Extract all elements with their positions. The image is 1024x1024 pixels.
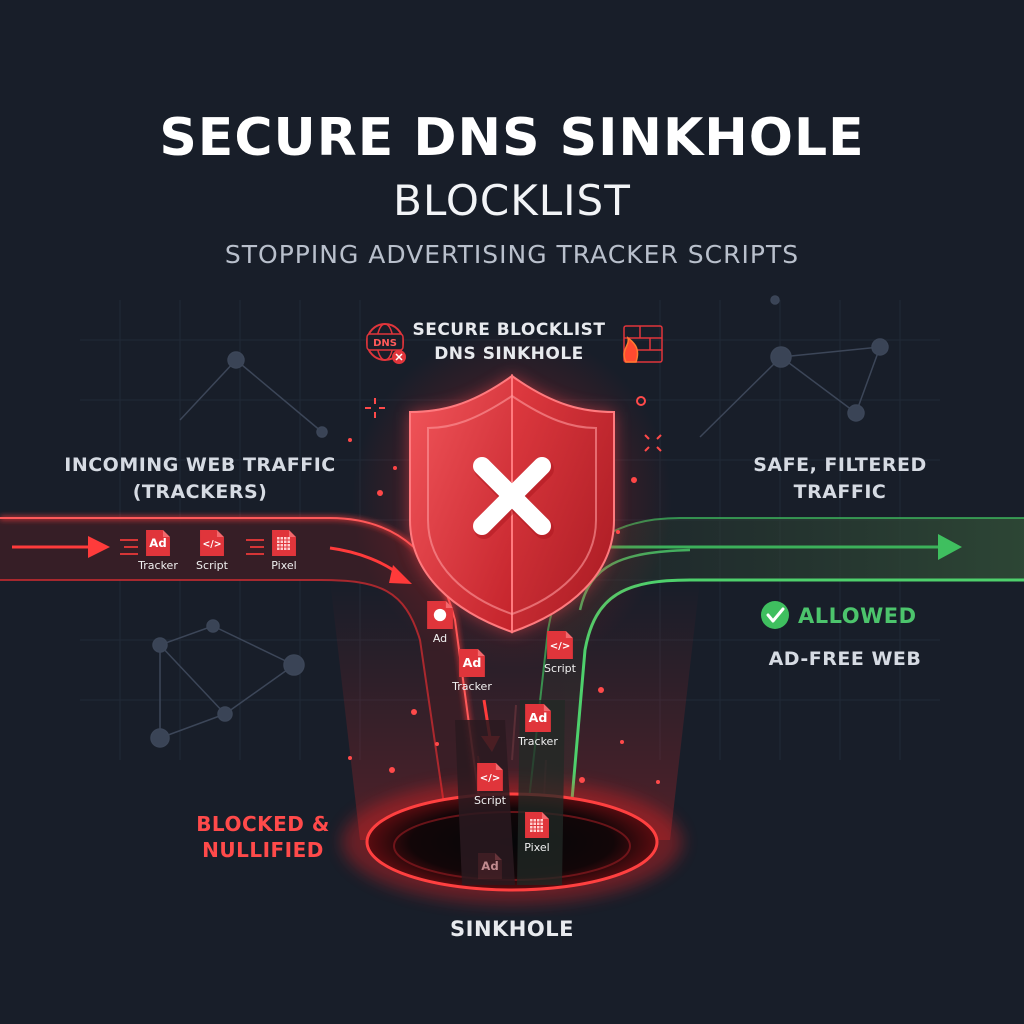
script-token-icon: </> [477,763,503,791]
blocked-label-line1: BLOCKED & [196,812,330,836]
ad-token-icon: Ad [146,530,170,556]
pixel-token-icon [272,530,296,556]
token-label-tracker: Tracker [138,559,178,572]
script-token-icon: </> [547,631,573,659]
shield-label: SECURE BLOCKLIST DNS SINKHOLE [404,318,614,366]
sinkhole-label: SINKHOLE [450,917,574,941]
ad-token-glyph: Ad [481,859,498,873]
firewall-icon [623,325,663,363]
token-label-script: Script [196,559,228,572]
script-token-glyph: </> [550,641,571,652]
token-label-pixel: Pixel [524,841,550,854]
script-token-glyph: </> [202,539,221,550]
pixel-token-icon [525,812,549,838]
network-nodes [150,295,889,748]
allowed-stream-column [517,700,565,885]
shield-label-line1: SECURE BLOCKLIST [412,320,606,340]
blocked-label-line2: NULLIFIED [202,838,324,862]
x-mark-icon [473,457,554,539]
allowed-traffic-band [520,518,1024,880]
script-token-icon: </> [200,530,224,556]
page-title: SECURE DNS SINKHOLE [159,108,865,168]
incoming-traffic-label: INCOMING WEB TRAFFIC (TRACKERS) [60,452,340,506]
check-circle-icon [761,601,789,629]
blocked-stream-column [455,720,515,885]
script-token-glyph: </> [480,773,501,784]
ad-token-glyph: Ad [529,710,548,725]
ad-token-glyph: Ad [463,655,482,670]
token-label-script: Script [544,662,576,675]
safe-label-line1: SAFE, FILTERED [753,454,927,476]
ad-token-icon: Ad [459,649,485,677]
dns-globe-icon: DNS [366,323,406,364]
ad-token-icon: Ad [525,704,551,732]
incoming-label-line2: (TRACKERS) [132,481,268,503]
safe-traffic-label: SAFE, FILTERED TRAFFIC [730,452,950,506]
incoming-label-line1: INCOMING WEB TRAFFIC [64,454,336,476]
token-label-ad: Ad [432,632,448,645]
allowed-status: ALLOWED [798,604,917,628]
ad-shape-token-icon [427,601,453,629]
incoming-arrow [12,536,264,558]
shield-label-line2: DNS SINKHOLE [434,344,584,364]
token-label-tracker: Tracker [518,735,558,748]
ad-free-caption: AD-FREE WEB [768,648,922,670]
token-label-pixel: Pixel [271,559,297,572]
ad-token-glyph: Ad [149,536,166,550]
dns-badge-text: DNS [373,338,397,349]
traffic-tokens: Ad </> Ad </> Ad </> Ad [146,530,573,879]
safe-label-line2: TRAFFIC [793,481,887,503]
incoming-traffic-band [0,518,490,880]
page-tagline: STOPPING ADVERTISING TRACKER SCRIPTS [224,240,800,269]
token-label-tracker: Tracker [452,680,492,693]
page-subtitle: BLOCKLIST [393,176,631,225]
ad-token-icon: Ad [478,853,502,879]
blocked-label: BLOCKED & NULLIFIED [188,811,338,863]
token-label-script: Script [474,794,506,807]
